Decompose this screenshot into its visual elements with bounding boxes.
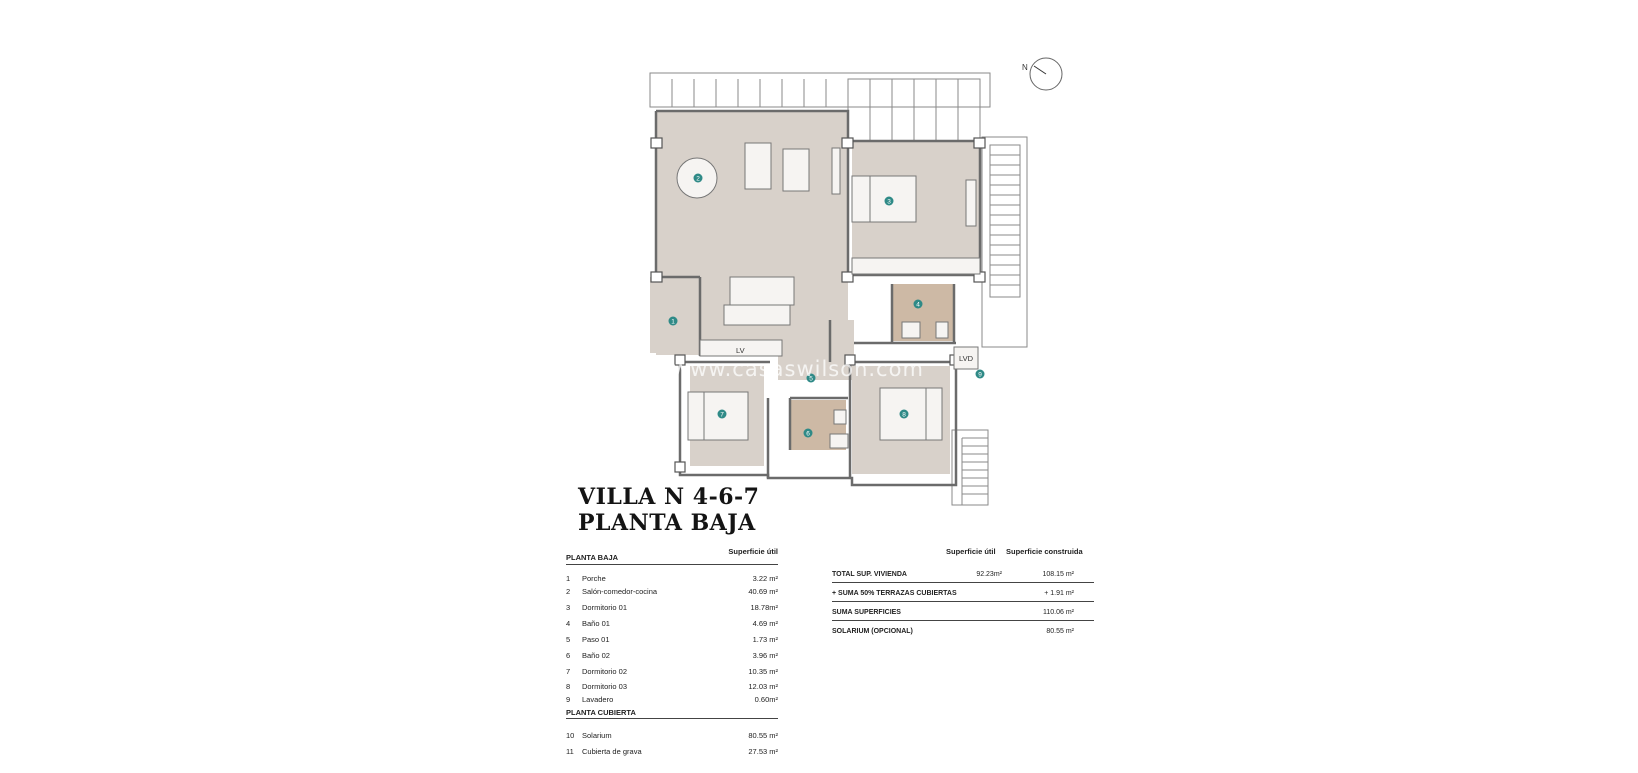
section-planta-baja: PLANTA BAJA xyxy=(566,553,619,562)
summary-row: + SUMA 50% TERRAZAS CUBIERTAS + 1.91 m² xyxy=(832,590,1074,597)
column-header-construida: Superficie construida xyxy=(1006,547,1083,556)
summary-row: SOLARIUM (OPCIONAL) 80.55 m² xyxy=(832,628,1074,635)
marker-5 xyxy=(806,373,816,383)
table-rule xyxy=(832,620,1094,621)
table-row: 7 Dormitorio 02 10.35 m² xyxy=(566,667,778,676)
washer-label: LV xyxy=(736,346,745,355)
floor-areas xyxy=(650,111,980,474)
marker-9 xyxy=(975,369,985,379)
marker-6-label: 6 xyxy=(806,431,810,438)
table-rule xyxy=(832,601,1094,602)
table-row: 3 Dormitorio 01 18.78m² xyxy=(566,603,778,612)
north-compass xyxy=(1029,57,1063,91)
table-row: 6 Baño 02 3.96 m² xyxy=(566,651,778,660)
table-rule xyxy=(566,718,778,719)
laundry-label: LVD xyxy=(959,354,974,363)
lower-stair xyxy=(951,429,989,506)
north-label: N xyxy=(1022,63,1028,72)
summary-row: SUMA SUPERFICIES 110.06 m² xyxy=(832,609,1074,616)
table-rule xyxy=(566,564,778,565)
marker-7-label: 7 xyxy=(720,412,724,419)
room-markers: 1 2 3 4 5 6 7 8 9 xyxy=(668,173,985,438)
table-row: 9 Lavadero 0.60m² xyxy=(566,695,778,704)
marker-8 xyxy=(899,409,909,419)
floor-title: PLANTA BAJA xyxy=(578,510,756,536)
marker-2-label: 2 xyxy=(696,176,700,183)
marker-3-label: 3 xyxy=(887,199,891,206)
marker-8-label: 8 xyxy=(902,412,906,419)
watermark: www.casaswilson.com xyxy=(672,357,924,381)
marker-4 xyxy=(913,299,923,309)
table-row: 2 Salón-comedor-cocina 40.69 m² xyxy=(566,587,778,596)
column-header-util: Superficie útil xyxy=(728,547,778,556)
villa-title: VILLA N 4-6-7 xyxy=(578,484,760,510)
pergola-terrace xyxy=(649,72,991,142)
table-row: 5 Paso 01 1.73 m² xyxy=(566,635,778,644)
areas-table: Superficie útil PLANTA BAJA 1 Porche 3.2… xyxy=(566,545,778,760)
table-row: 11 Cubierta de grava 27.53 m² xyxy=(566,747,778,756)
walls xyxy=(654,109,982,487)
marker-9-label: 9 xyxy=(978,372,982,379)
table-row: 8 Dormitorio 03 12.03 m² xyxy=(566,682,778,691)
table-rule xyxy=(832,582,1094,583)
summary-table: Superficie útil Superficie construida TO… xyxy=(832,545,1094,645)
section-planta-cubierta: PLANTA CUBIERTA xyxy=(566,708,636,717)
marker-6 xyxy=(803,428,813,438)
right-stair xyxy=(981,136,1028,348)
marker-5-label: 5 xyxy=(809,376,813,383)
marker-3 xyxy=(884,196,894,206)
marker-7 xyxy=(717,409,727,419)
marker-2 xyxy=(693,173,703,183)
marker-4-label: 4 xyxy=(916,302,920,309)
marker-1-label: 1 xyxy=(671,319,675,326)
table-row: 10 Solarium 80.55 m² xyxy=(566,731,778,740)
summary-row: TOTAL SUP. VIVIENDA 92.23m² 108.15 m² xyxy=(832,571,1074,578)
marker-1 xyxy=(668,316,678,326)
table-row: 1 Porche 3.22 m² xyxy=(566,574,778,583)
column-header-util: Superficie útil xyxy=(946,547,996,556)
table-row: 4 Baño 01 4.69 m² xyxy=(566,619,778,628)
